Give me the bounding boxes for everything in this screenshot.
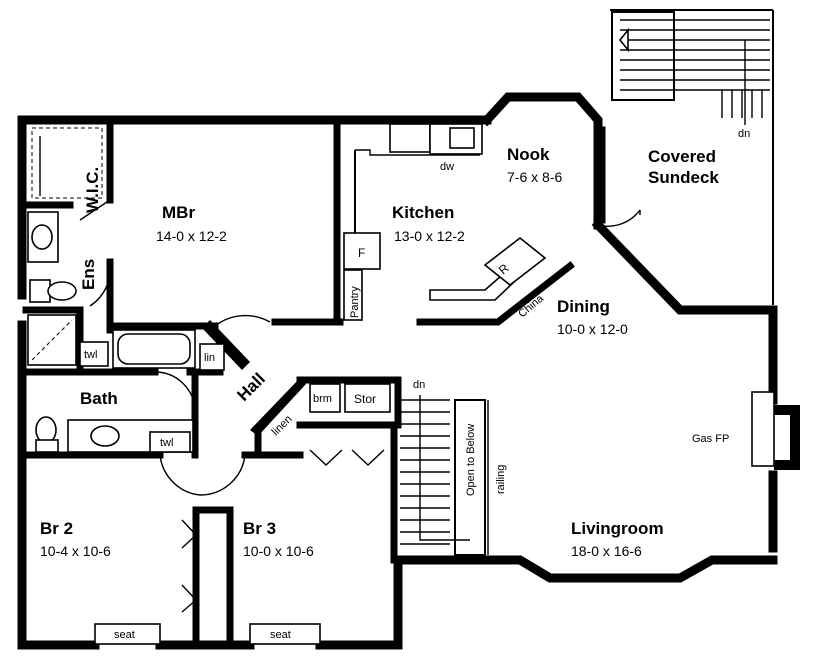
room-dims-mbr: 14-0 x 12-2 <box>156 228 227 244</box>
label-gas-fp: Gas FP <box>692 433 729 445</box>
main-stairs <box>400 395 489 556</box>
deck-stairs <box>618 19 770 125</box>
room-name-ens: Ens <box>79 259 98 290</box>
label-seat-br2: seat <box>114 629 135 641</box>
label-railing: railing <box>495 465 507 494</box>
label-lin: lin <box>204 352 215 364</box>
room-dims-br2: 10-4 x 10-6 <box>40 543 111 559</box>
label-dn-main: dn <box>413 379 425 391</box>
room-dims-livingroom: 18-0 x 16-6 <box>571 543 642 559</box>
room-dims-nook: 7-6 x 8-6 <box>507 169 562 185</box>
room-dims-kitchen: 13-0 x 12-2 <box>394 228 465 244</box>
room-name-dining: Dining <box>557 297 610 316</box>
room-name-livingroom: Livingroom <box>571 519 664 538</box>
room-name-br2: Br 2 <box>40 519 73 538</box>
label-dn-deck: dn <box>738 128 750 140</box>
room-name-bath: Bath <box>80 389 118 408</box>
interior-walls <box>22 9 774 649</box>
label-seat-br3: seat <box>270 629 291 641</box>
room-name-sundeck-1: Covered <box>648 147 716 166</box>
room-name-hall: Hall <box>233 369 268 404</box>
label-twl-bath: twl <box>160 437 173 449</box>
room-dims-br3: 10-0 x 10-6 <box>243 543 314 559</box>
label-pantry: Pantry <box>349 286 361 318</box>
label-fridge: F <box>358 246 365 260</box>
room-name-kitchen: Kitchen <box>392 203 454 222</box>
label-open-to-below: Open to Below <box>465 424 477 496</box>
room-name-wic: W.I.C. <box>83 167 102 213</box>
fixtures <box>27 11 800 645</box>
room-name-br3: Br 3 <box>243 519 276 538</box>
label-twl-ensuite: twl <box>84 349 97 361</box>
doors <box>79 199 641 613</box>
label-stor: Stor <box>354 392 376 406</box>
label-dw: dw <box>440 161 454 173</box>
room-dims-dining: 10-0 x 12-0 <box>557 321 628 337</box>
room-name-sundeck-2: Sundeck <box>648 168 719 187</box>
exterior-walls <box>17 92 778 650</box>
room-name-mbr: MBr <box>162 203 195 222</box>
label-brm: brm <box>313 393 332 405</box>
room-name-nook: Nook <box>507 145 550 164</box>
